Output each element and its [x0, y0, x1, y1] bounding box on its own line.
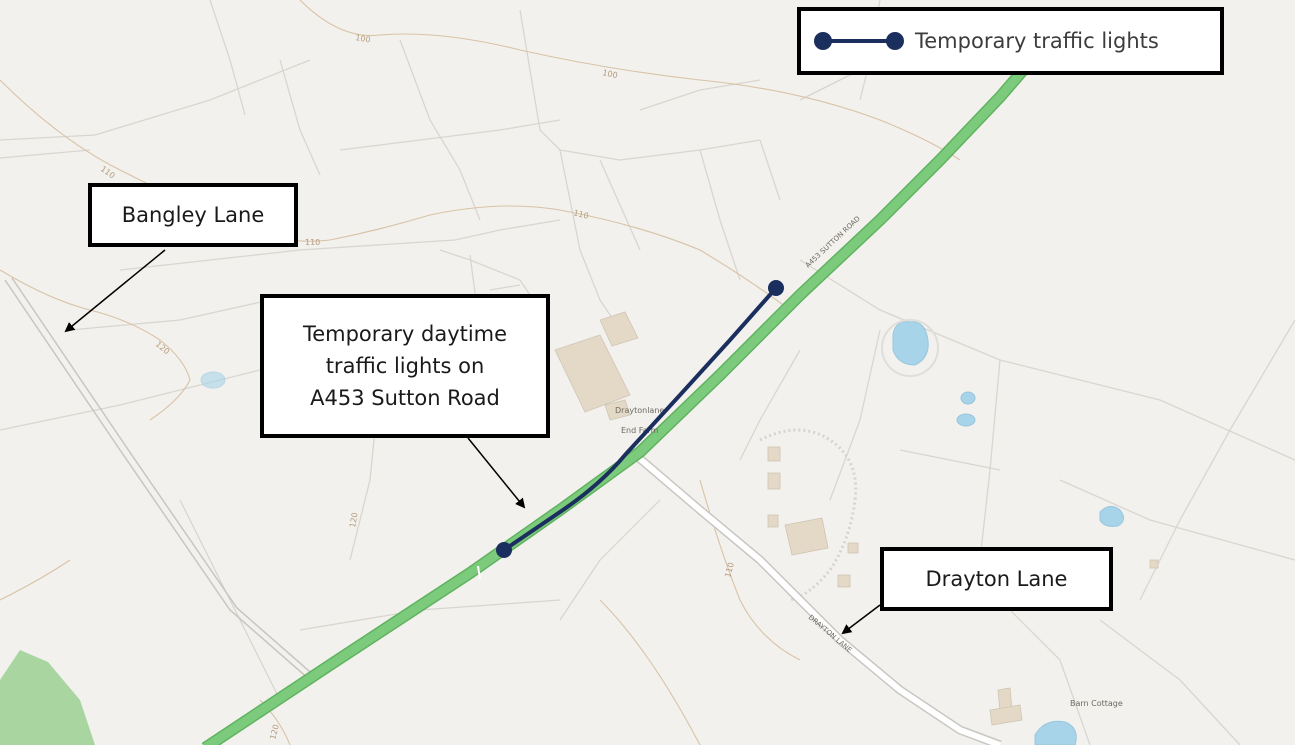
sutton-callout-line3: A453 Sutton Road — [310, 386, 500, 410]
contour-label: 100 — [355, 33, 372, 45]
water-bodies — [200, 321, 1124, 745]
bangley-lane-callout: Bangley Lane — [88, 183, 298, 247]
traffic-light-endpoint-start[interactable] — [496, 542, 512, 558]
contour-label: 100 — [602, 68, 619, 80]
farm-label-line1: Draytonlane — [615, 406, 664, 415]
legend-route-swatch-icon — [814, 32, 904, 50]
legend-label: Temporary traffic lights — [915, 29, 1159, 53]
sutton-callout-line1: Temporary daytime — [302, 322, 508, 346]
drayton-lane-road — [629, 448, 1002, 745]
pond-ring — [881, 319, 939, 377]
bangley-lane-label: Bangley Lane — [121, 203, 265, 227]
drayton-arrow — [841, 604, 881, 635]
traffic-light-endpoint-end[interactable] — [768, 280, 784, 296]
sutton-arrow — [467, 437, 526, 509]
a453-sutton-road — [201, 56, 1037, 745]
sutton-road-callout: Temporary daytime traffic lights on A453… — [260, 294, 550, 438]
legend: Temporary traffic lights — [797, 7, 1224, 75]
contour-label: 120 — [268, 723, 281, 740]
sutton-callout-line2: traffic lights on — [325, 354, 485, 378]
bangley-arrow — [64, 249, 166, 333]
buildings — [554, 311, 1159, 726]
access-track — [759, 428, 858, 602]
callout-arrows — [64, 249, 881, 635]
contour-label: 110 — [305, 238, 320, 247]
contour-label: 120 — [348, 512, 360, 529]
barn-cottage-label: Barn Cottage — [1070, 699, 1123, 708]
contour-label: 110 — [572, 208, 589, 221]
drayton-lane-callout: Drayton Lane — [880, 547, 1113, 611]
track-line — [4, 277, 318, 681]
drayton-lane-label: Drayton Lane — [925, 567, 1068, 591]
woodland-area — [0, 650, 95, 745]
temporary-traffic-lights-route[interactable] — [496, 280, 784, 558]
farm-label-line2: End Farm — [621, 426, 659, 435]
contour-lines — [0, 0, 961, 745]
contour-label: 110 — [723, 561, 736, 578]
